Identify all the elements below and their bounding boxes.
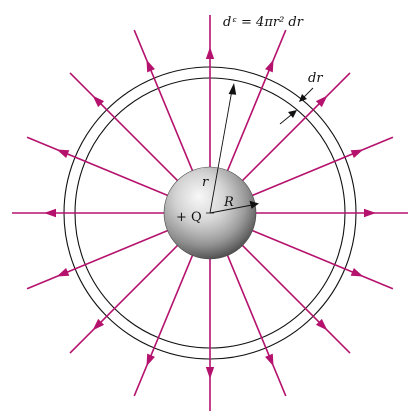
field-line — [250, 229, 394, 290]
field-line-arrowhead — [350, 149, 364, 158]
field-line — [26, 229, 170, 290]
field-line — [226, 253, 287, 397]
charge-label: + Q — [176, 210, 202, 225]
dr-arrow-inner — [279, 110, 297, 125]
field-line — [226, 29, 287, 173]
field-line-arrowhead — [92, 95, 105, 108]
field-line-arrowhead — [350, 268, 364, 277]
volume-element-label: dᵋ = 4πr² dr — [223, 15, 304, 30]
field-line-arrowhead — [315, 95, 328, 108]
field-line — [240, 72, 351, 183]
radius-R-arrow — [209, 200, 259, 214]
field-line-arrowhead — [56, 149, 70, 158]
field-line — [250, 136, 394, 197]
field-line-arrowhead — [265, 353, 274, 367]
field-line-arrowhead — [315, 318, 328, 331]
field-line — [133, 253, 194, 397]
field-line — [69, 72, 180, 183]
field-line — [133, 29, 194, 173]
shell-thickness-label: dr — [308, 71, 323, 86]
field-line-arrowhead — [146, 59, 155, 73]
field-line-arrowhead — [44, 208, 56, 218]
field-lines — [12, 15, 408, 411]
field-line-arrowhead — [205, 367, 215, 379]
sphere-radius-label: R — [223, 195, 234, 210]
field-line-arrowhead — [56, 268, 70, 277]
field-line-arrowhead — [205, 47, 215, 59]
field-line — [69, 243, 180, 354]
dr-arrow-outer — [299, 87, 314, 102]
field-line-arrowhead — [146, 353, 155, 367]
field-line-arrowhead — [265, 59, 274, 73]
radius-r-arrow — [209, 83, 237, 214]
radius-r-label: r — [202, 175, 209, 190]
field-line — [240, 243, 351, 354]
field-line-arrowhead — [364, 208, 376, 218]
field-line — [26, 136, 170, 197]
field-line-arrowhead — [92, 318, 105, 331]
